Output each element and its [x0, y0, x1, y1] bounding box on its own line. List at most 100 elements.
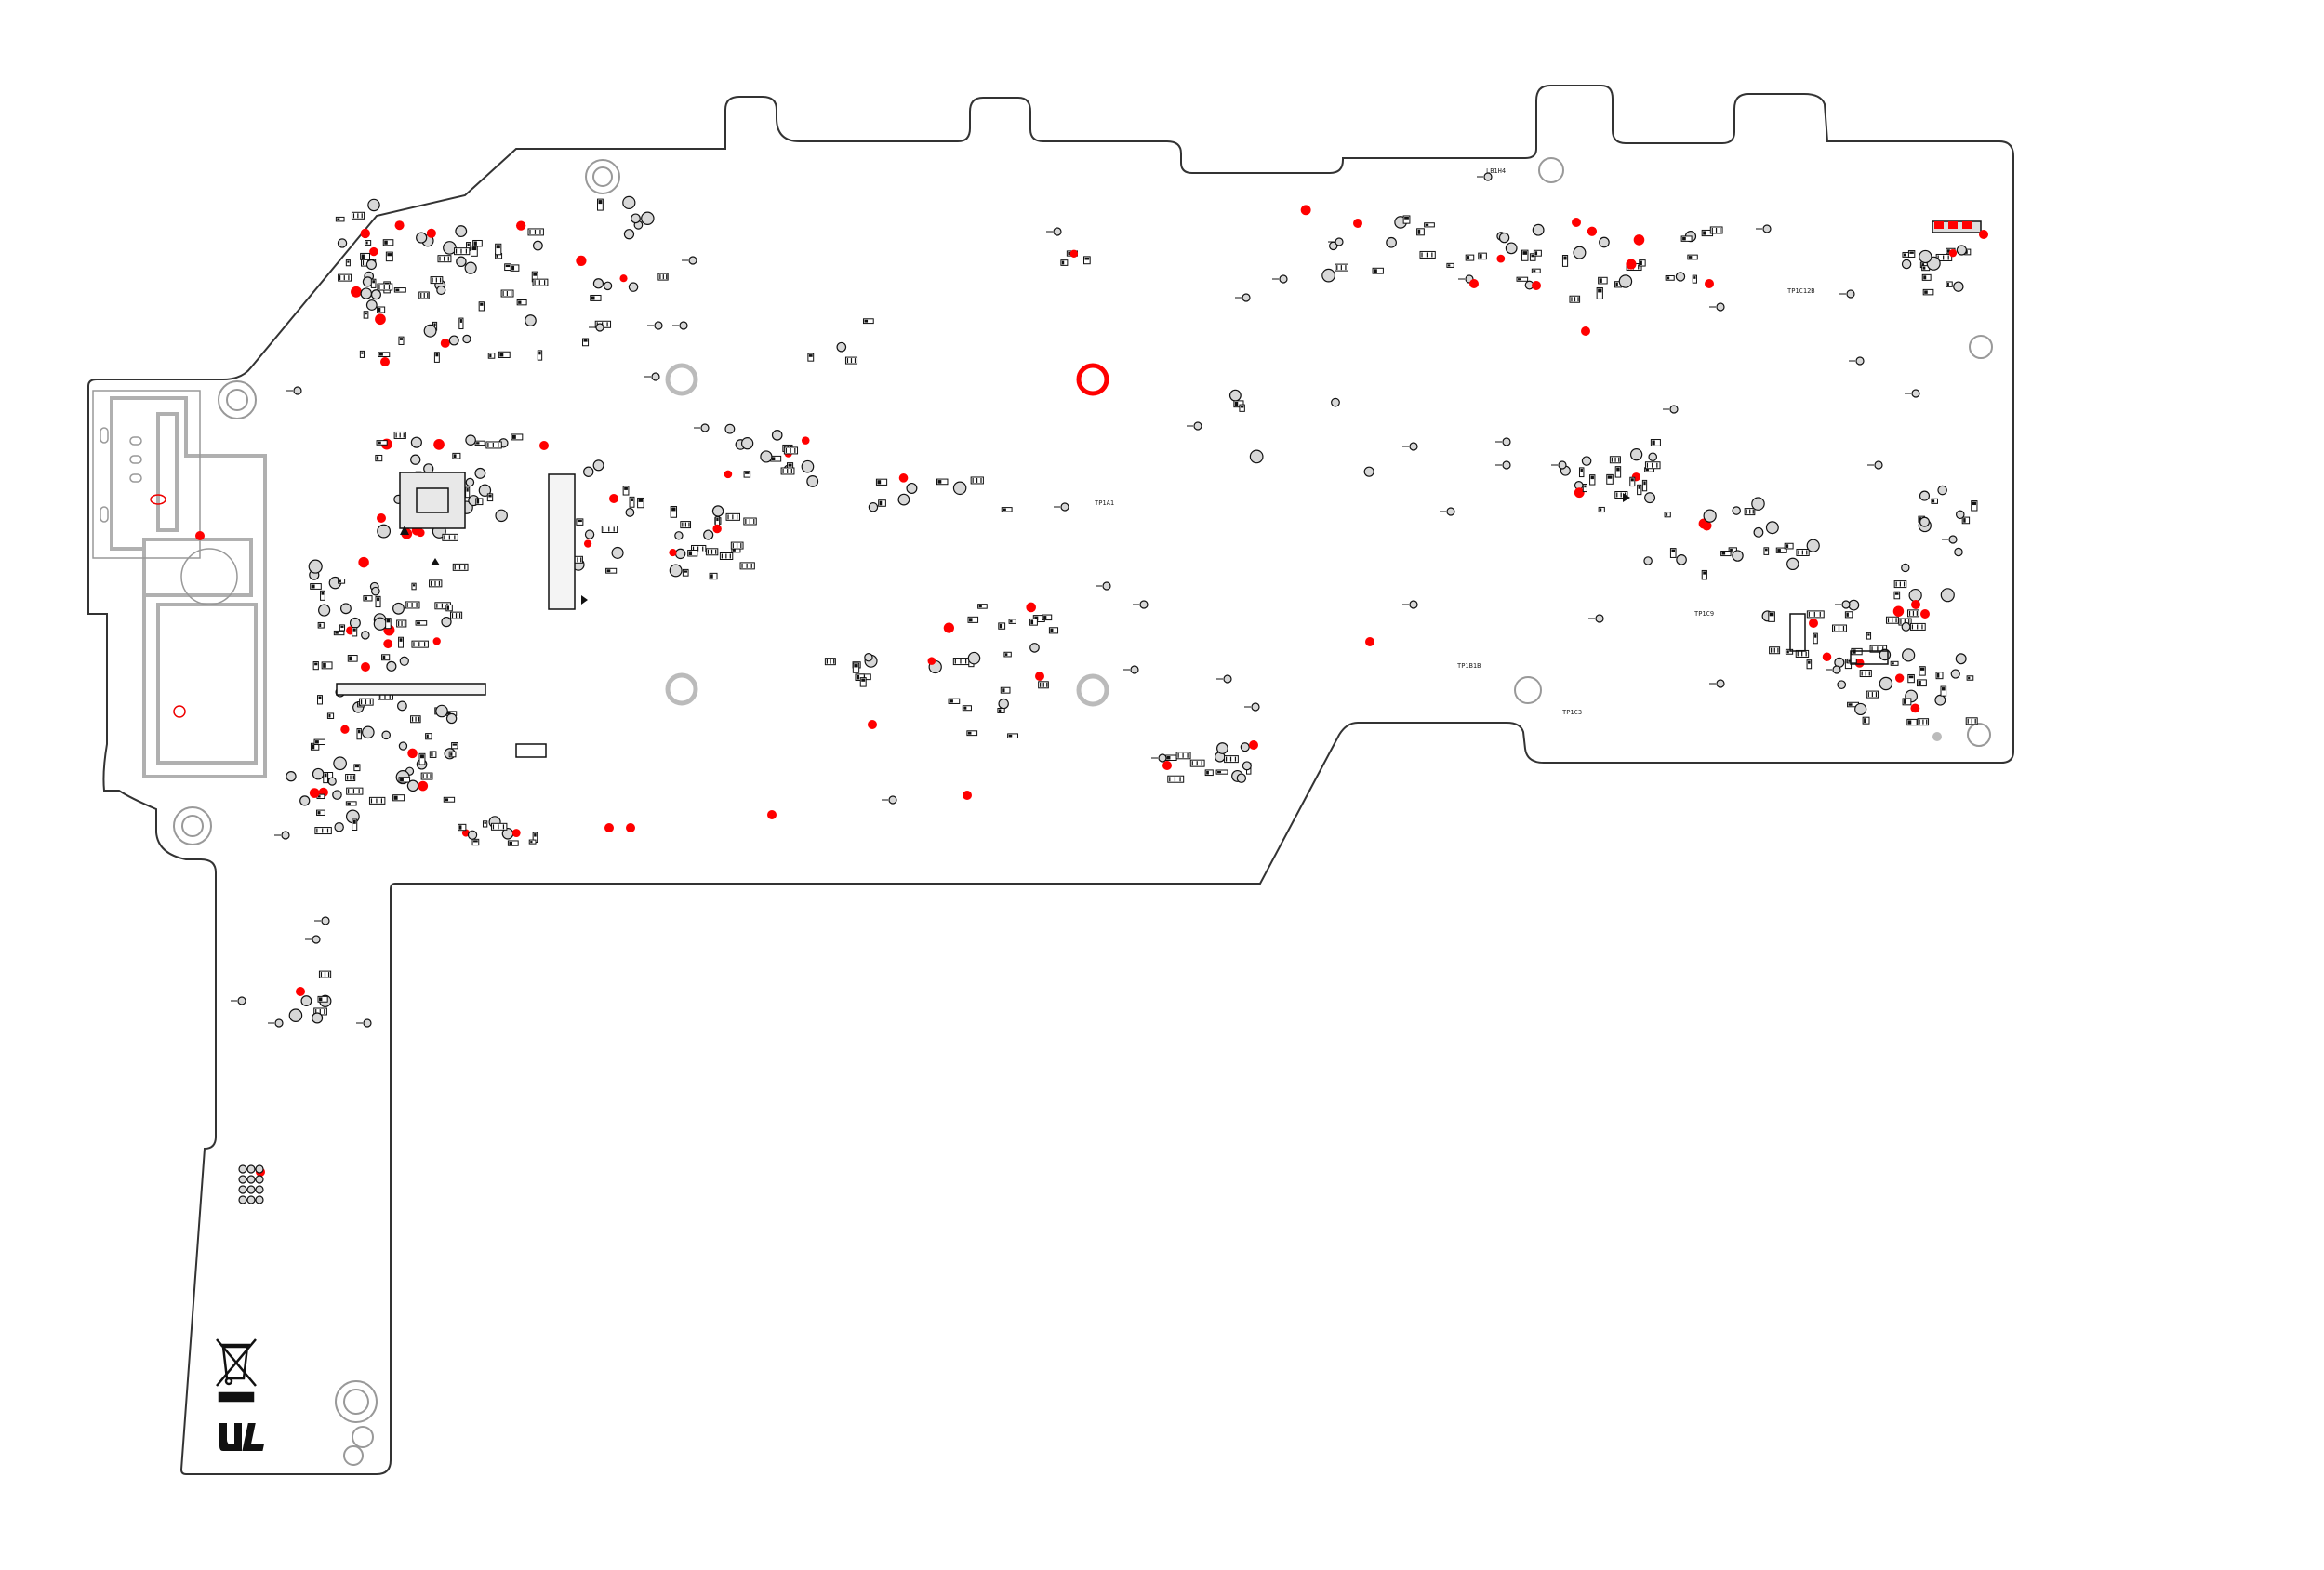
- smd-component: [458, 823, 467, 832]
- smd-component: [360, 252, 371, 260]
- highlighted-part: [1574, 487, 1585, 499]
- chip: [1167, 775, 1185, 783]
- highlighted-part: [767, 810, 777, 819]
- test-pad: [1102, 581, 1111, 591]
- highlighted-part: [1894, 673, 1905, 683]
- smd-component: [326, 712, 335, 719]
- test-pad: [1848, 599, 1860, 611]
- test-pad: [801, 459, 815, 473]
- smd-component: [582, 338, 590, 347]
- test-pad: [445, 712, 458, 725]
- smd-component: [313, 738, 326, 746]
- mount-hole: [335, 1380, 378, 1423]
- chip: [452, 563, 469, 571]
- smd-component: [398, 636, 404, 648]
- smd-component: [317, 995, 328, 1003]
- highlighted-part: [1365, 637, 1374, 646]
- smd-component: [1582, 484, 1587, 493]
- test-pad: [525, 314, 537, 326]
- highlighted-part: [801, 436, 810, 445]
- highlighted-part: [1822, 652, 1832, 662]
- highlighted-part: [383, 639, 393, 649]
- smd-component: [977, 604, 988, 609]
- test-pad: [688, 256, 697, 265]
- smd-component: [381, 654, 391, 661]
- smd-component: [1048, 627, 1059, 634]
- highlighted-part: [583, 539, 592, 548]
- test-pad: [386, 660, 397, 672]
- ic-cluster: [336, 220, 1982, 758]
- test-pad: [1703, 509, 1717, 523]
- smd-component: [353, 764, 361, 772]
- highlighted-part: [1572, 218, 1581, 227]
- test-pad: [1240, 742, 1250, 752]
- highlighted-part: [619, 274, 628, 283]
- smd-component: [1902, 252, 1910, 258]
- smd-component: [352, 627, 358, 637]
- test-pad: [1242, 293, 1251, 302]
- highlighted-part: [440, 338, 450, 348]
- mount-hole: [1969, 335, 1993, 359]
- highlighted-part: [1069, 249, 1079, 259]
- main-ic: [399, 472, 466, 529]
- smd-component: [1589, 474, 1596, 486]
- smd-component: [1902, 698, 1912, 706]
- test-pad: [1446, 507, 1455, 516]
- smd-component: [862, 318, 874, 325]
- test-pad: [674, 531, 684, 540]
- smd-component: [472, 239, 483, 247]
- test-pad: [237, 996, 246, 1005]
- highlighted-part: [669, 548, 677, 557]
- test-pad: [1236, 773, 1247, 783]
- test-pad: [1599, 236, 1610, 248]
- chip: [485, 441, 502, 449]
- highlighted-part: [1809, 619, 1818, 628]
- smd-component: [516, 299, 527, 306]
- test-pad: [365, 299, 378, 311]
- test-pad: [1716, 679, 1725, 688]
- test-pad: [410, 436, 422, 448]
- smd-component: [1637, 484, 1642, 496]
- smd-component: [370, 278, 377, 288]
- smd-component: [482, 820, 488, 828]
- smd-component: [339, 624, 346, 632]
- test-pad: [1158, 753, 1167, 763]
- test-pad: [1806, 539, 1820, 552]
- test-pad: [1193, 421, 1202, 431]
- smd-component: [316, 809, 325, 816]
- chip: [411, 640, 429, 648]
- test-pad: [651, 372, 660, 381]
- testpoint-label: TP1A1: [1095, 499, 1114, 507]
- smd-component: [498, 351, 511, 358]
- highlighted-part: [963, 791, 972, 800]
- mount-hole: [1538, 157, 1564, 183]
- smd-component: [445, 604, 453, 612]
- test-pad: [628, 282, 639, 292]
- highlighted-part: [515, 220, 526, 231]
- test-pad: [377, 524, 392, 539]
- test-pad: [1911, 389, 1920, 398]
- smd-component: [425, 733, 432, 740]
- test-pad: [1832, 665, 1841, 674]
- test-pad: [1216, 742, 1228, 754]
- test-pad: [906, 482, 918, 494]
- test-pad: [1846, 289, 1855, 299]
- smd-component: [475, 498, 484, 506]
- ic-block: [1850, 650, 1889, 665]
- smd-component: [1720, 550, 1732, 557]
- smd-component: [1042, 614, 1053, 621]
- ul-recognized-mark-icon: [219, 1423, 265, 1451]
- smd-component: [590, 294, 602, 301]
- test-pad: [584, 529, 595, 539]
- test-pad: [381, 730, 391, 740]
- smd-component: [1008, 619, 1016, 624]
- test-pad: [1335, 237, 1344, 246]
- test-pad: [312, 1012, 324, 1024]
- test-pad: [1908, 588, 1922, 603]
- test-pad: [1483, 172, 1493, 181]
- header-pin: [246, 1195, 256, 1204]
- test-pad: [367, 198, 380, 212]
- chip: [601, 525, 618, 533]
- smd-component: [345, 259, 351, 267]
